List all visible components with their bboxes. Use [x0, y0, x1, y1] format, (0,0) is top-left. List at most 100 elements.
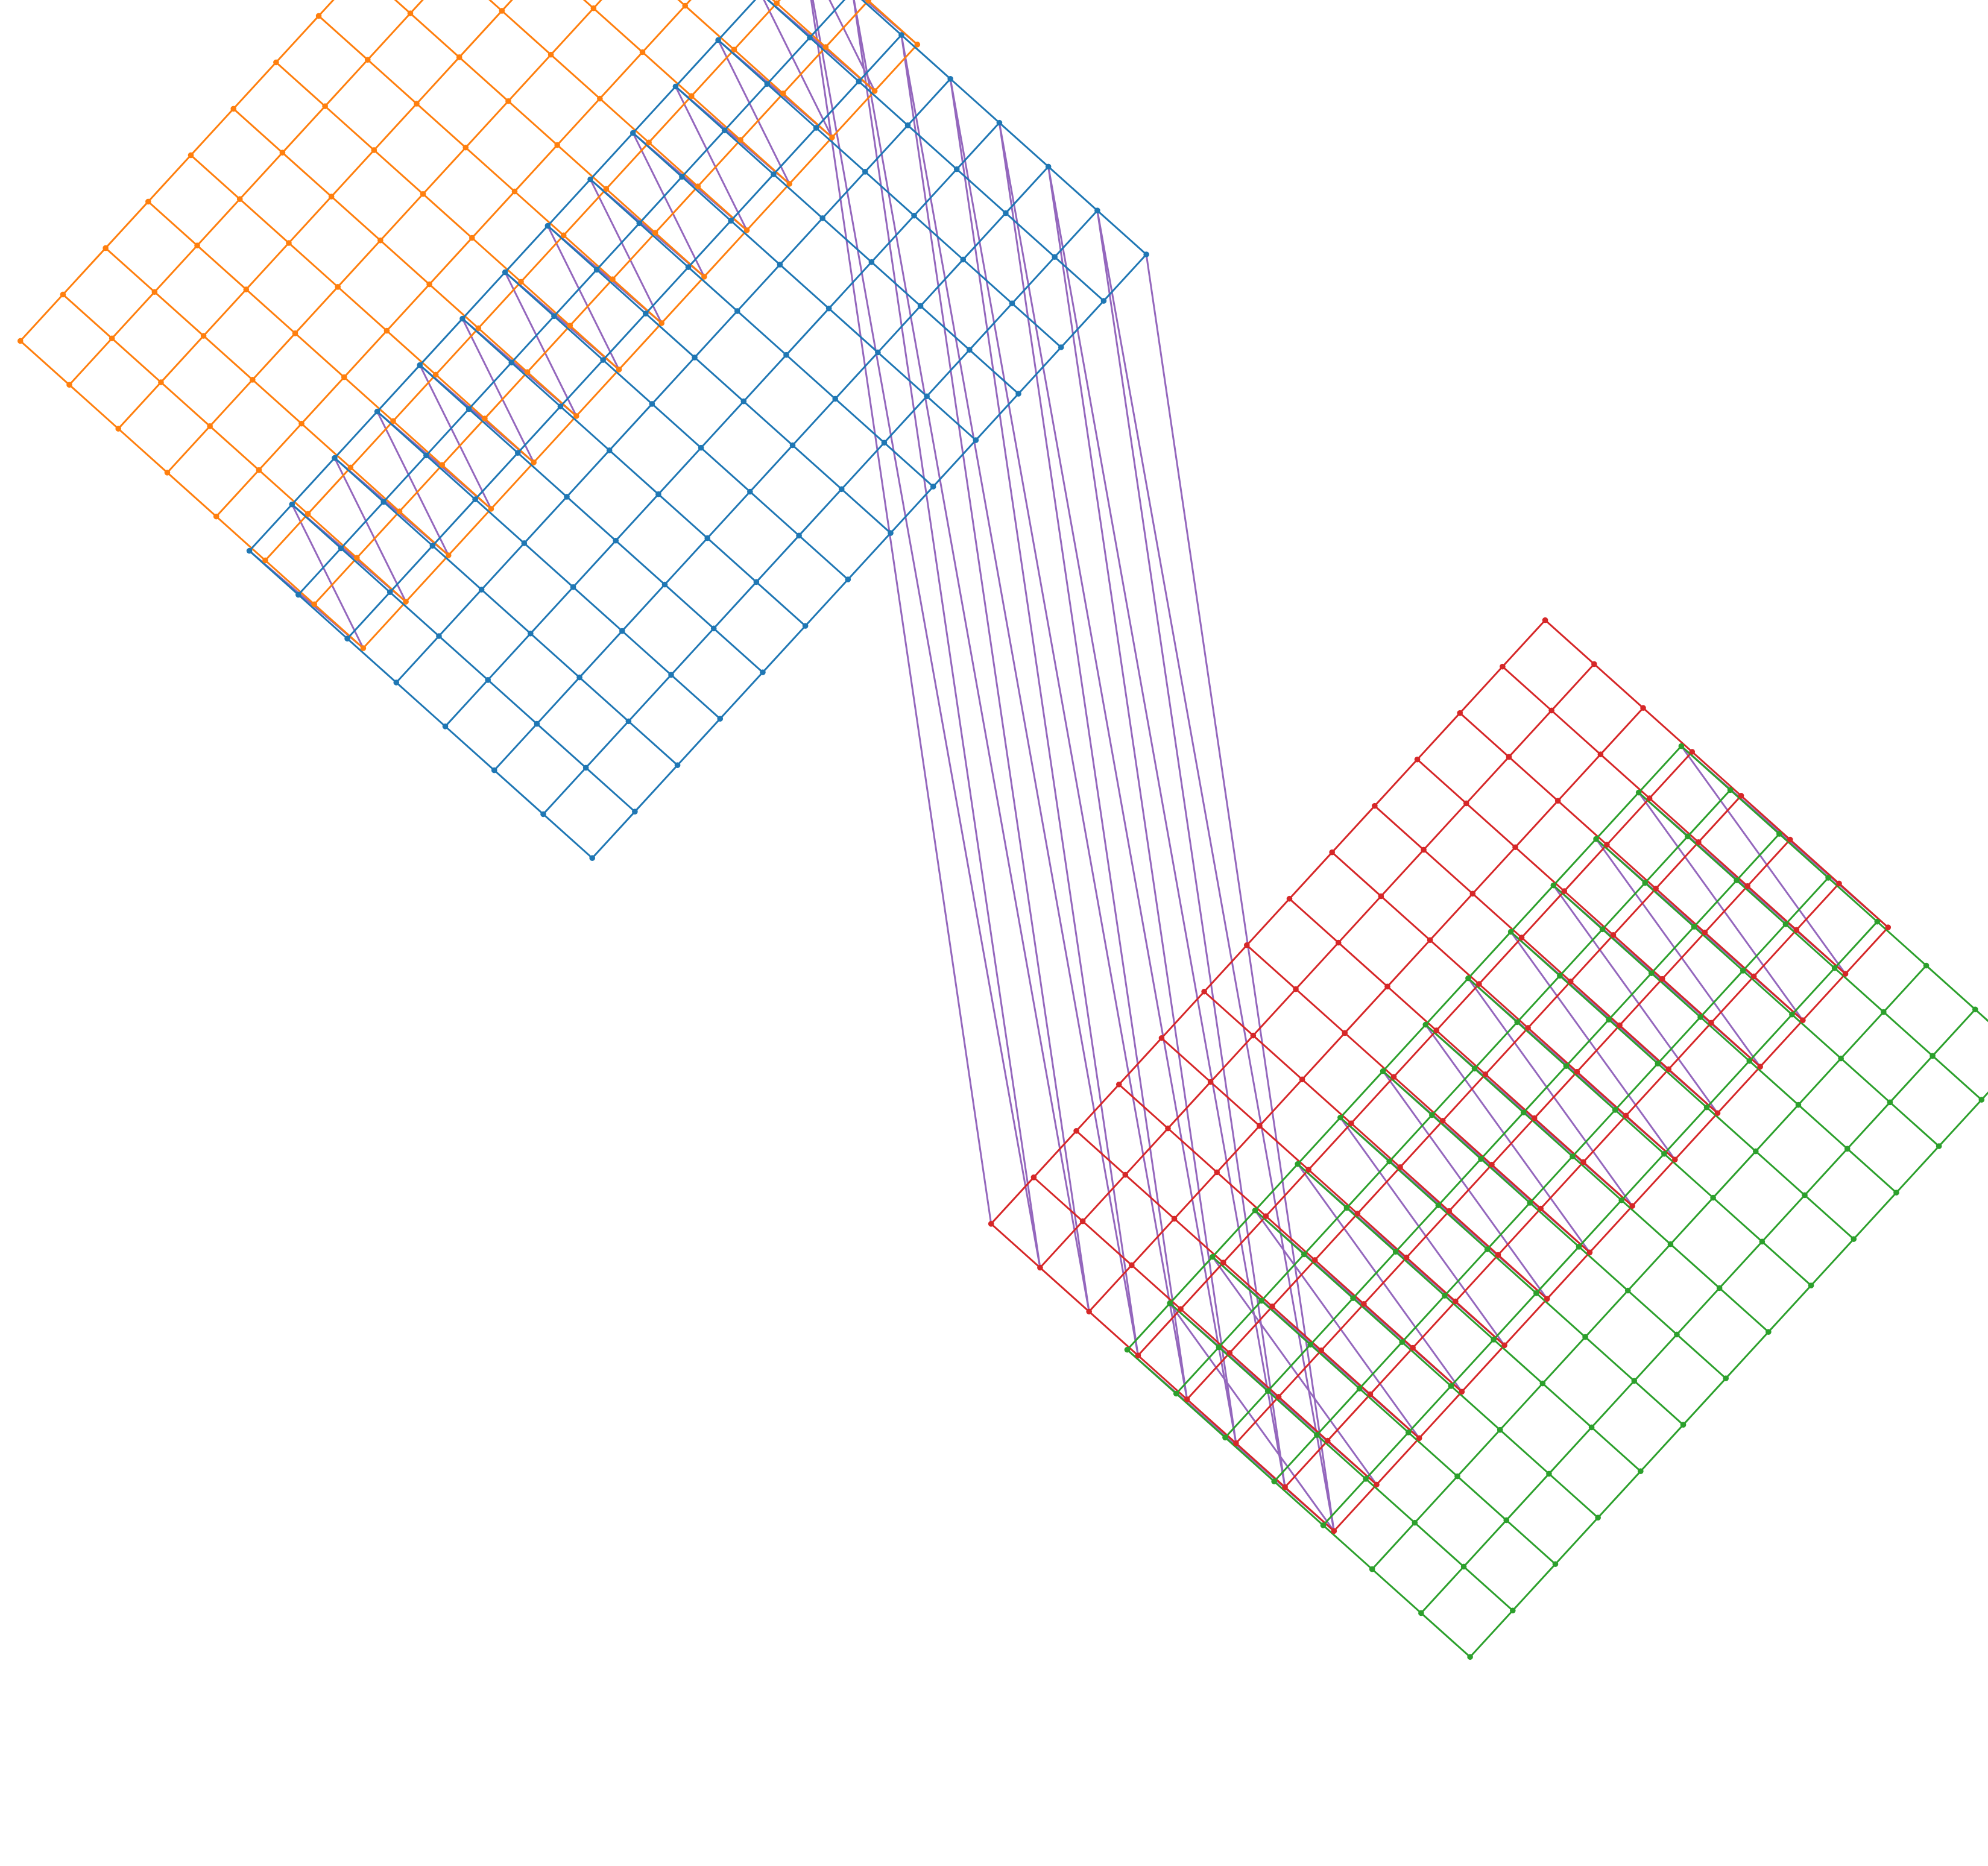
orange-edge: [569, 278, 614, 327]
green-node: [1753, 1148, 1759, 1155]
green-edge: [1882, 964, 1928, 1013]
green-node: [1595, 1515, 1601, 1521]
orange-node: [822, 44, 829, 50]
orange-edge: [257, 423, 303, 471]
blue-edge: [821, 217, 873, 263]
green-edge: [1699, 1016, 1750, 1062]
red-edge: [1667, 1068, 1718, 1114]
orange-edge: [307, 466, 352, 515]
blue-node: [380, 499, 387, 505]
red-node: [1586, 1249, 1593, 1256]
blue-edge: [589, 131, 634, 181]
orange-edge: [288, 242, 339, 288]
green-node: [1723, 1375, 1729, 1381]
orange-edge: [642, 51, 693, 97]
orange-edge: [190, 107, 235, 156]
red-edge: [1497, 1254, 1548, 1300]
blue-node: [838, 486, 845, 493]
blue-node: [760, 669, 766, 675]
red-edge: [1649, 751, 1693, 799]
green-edge: [1565, 1018, 1610, 1067]
red-node: [1842, 971, 1849, 977]
green-edge: [1925, 964, 1977, 1010]
orange-edge: [313, 556, 358, 605]
orange-edge: [215, 515, 267, 561]
red-node: [1744, 883, 1750, 889]
green-node: [1642, 880, 1649, 886]
orange-node: [407, 10, 414, 16]
blue-edge: [425, 454, 476, 500]
blue-edge: [382, 454, 428, 503]
orange-node: [109, 335, 115, 342]
blue-edge: [389, 544, 434, 593]
orange-node: [158, 379, 164, 385]
orange-edge: [117, 381, 162, 430]
orange-edge: [232, 107, 283, 154]
green-node: [1588, 1424, 1595, 1431]
orange-node: [688, 93, 695, 99]
orange-node: [567, 323, 573, 329]
blue-edge: [730, 219, 781, 266]
orange-edge: [111, 291, 156, 339]
blue-edge: [529, 632, 581, 679]
green-edge: [1467, 931, 1512, 980]
red-node: [1220, 1259, 1226, 1266]
green-node: [1661, 1150, 1667, 1157]
red-edge: [1118, 1083, 1169, 1130]
orange-edge: [104, 200, 150, 249]
green-edge: [1803, 1194, 1855, 1240]
red-edge: [1222, 1215, 1267, 1264]
red-node: [1787, 836, 1793, 843]
red-edge: [1264, 1215, 1316, 1261]
blue-edge: [546, 225, 598, 271]
orange-node: [188, 152, 194, 159]
red-edge: [1710, 1021, 1761, 1068]
green-edge: [1424, 977, 1469, 1026]
green-node: [1173, 1390, 1179, 1397]
orange-edge: [422, 147, 467, 195]
orange-edge: [599, 98, 650, 143]
red-node: [1324, 1437, 1331, 1444]
blue-edge: [297, 593, 349, 640]
red-edge: [1032, 1176, 1084, 1223]
blue-edge: [510, 361, 561, 408]
red-edge: [1228, 1305, 1273, 1354]
orange-node: [145, 198, 151, 205]
green-node: [1448, 1383, 1454, 1389]
blue-edge: [481, 542, 525, 591]
orange-edge: [153, 244, 198, 293]
green-node: [1343, 1205, 1350, 1211]
orange-edge: [824, 0, 869, 48]
red-edge: [1160, 991, 1205, 1039]
green-edge: [1371, 1568, 1422, 1614]
orange-edge: [239, 198, 290, 244]
red-edge: [1667, 1021, 1712, 1070]
green-node: [1789, 1011, 1795, 1018]
green-edge: [1548, 1472, 1599, 1519]
orange-edge: [550, 7, 595, 56]
green-edge: [1309, 1343, 1361, 1390]
green-edge: [1316, 1434, 1367, 1480]
red-node: [1476, 981, 1482, 987]
blue-node: [564, 494, 570, 500]
green-edge: [1254, 1209, 1305, 1255]
red-node: [1233, 1440, 1239, 1446]
orange-node: [914, 42, 921, 48]
bridge-edge: [828, 0, 876, 92]
red-edge: [1124, 1127, 1169, 1176]
blue-edge: [778, 263, 830, 310]
bridge-edge: [546, 225, 620, 371]
red-edge: [1588, 1205, 1633, 1253]
orange-edge: [690, 95, 742, 141]
red-edge: [1795, 882, 1840, 931]
orange-edge: [458, 10, 503, 58]
green-edge: [1669, 1243, 1721, 1289]
blue-node: [819, 215, 825, 221]
blue-edge: [444, 679, 489, 728]
blue-edge: [968, 302, 1014, 351]
red-edge: [1258, 1078, 1304, 1127]
bridge-edge: [1424, 1024, 1591, 1253]
orange-edge: [62, 247, 107, 295]
orange-node: [462, 144, 469, 151]
red-edge: [1380, 848, 1425, 897]
